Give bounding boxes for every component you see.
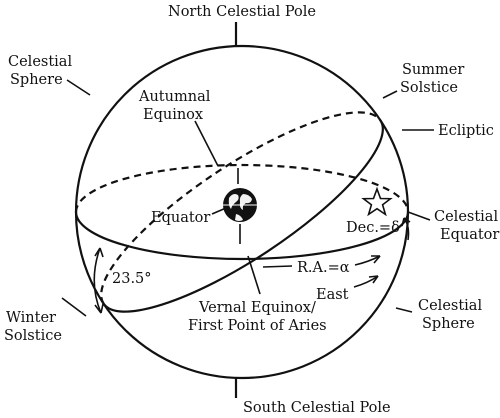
summer-solstice-label-line2: Solstice <box>400 80 458 96</box>
winter-solstice-leader <box>61 297 87 317</box>
ecliptic-label: Ecliptic <box>438 123 494 139</box>
star-icon <box>361 186 393 217</box>
earth-globe <box>221 188 259 222</box>
tilt-angle-label: 23.5° <box>112 271 152 287</box>
celestial-equator-leader <box>407 211 431 221</box>
winter-solstice-label-line2: Solstice <box>4 328 62 344</box>
south-celestial-pole-label: South Celestial Pole <box>243 400 391 416</box>
vernal-equinox-label-line1: Vernal Equinox/ <box>198 300 316 316</box>
vernal-equinox-leader <box>247 255 261 295</box>
ecliptic-front <box>102 119 384 313</box>
equator-leader <box>211 207 227 215</box>
celestial-equator-back <box>74 163 410 213</box>
vernal-equinox-label-line2: First Point of Aries <box>188 318 327 334</box>
east-label: East <box>316 287 349 303</box>
tilt-angle-arrow-top <box>94 247 104 258</box>
autumnal-equinox-leader <box>194 120 219 167</box>
celestial-sphere-right-label-line2: Sphere <box>422 316 475 332</box>
tilt-angle-arc <box>93 247 102 314</box>
celestial-sphere-left-leader <box>66 79 91 96</box>
winter-solstice-label-line1: Winter <box>6 310 56 326</box>
celestial-sphere-right-leader <box>395 307 413 313</box>
right-ascension-label: R.A.=α <box>297 260 350 276</box>
celestial-equator-label-line2: Equator <box>440 227 499 243</box>
north-celestial-pole-label: North Celestial Pole <box>168 4 316 20</box>
autumnal-equinox-label-line1: Autumnal <box>138 89 211 105</box>
summer-solstice-leader <box>382 90 398 99</box>
celestial-sphere-right-label-line1: Celestial <box>418 298 482 314</box>
declination-label: Dec.=δ <box>346 220 400 236</box>
ecliptic-group <box>100 111 384 313</box>
east-arrowhead <box>368 275 379 284</box>
celestial-sphere-left-label-line2: Sphere <box>10 72 63 88</box>
celestial-equator-front <box>74 211 410 261</box>
tilt-angle-arrow-bottom <box>94 303 104 314</box>
autumnal-equinox-label-line2: Equinox <box>143 107 203 123</box>
right-ascension-arrow-line <box>262 265 293 268</box>
celestial-equator-label-line1: Celestial <box>434 209 498 225</box>
ecliptic-back <box>100 111 382 305</box>
declination-arrowhead <box>401 217 411 227</box>
right-ascension-arrow-tail <box>354 255 381 266</box>
summer-solstice-label-line1: Summer <box>402 62 464 78</box>
celestial-sphere-left-label-line1: Celestial <box>8 54 72 70</box>
equator-label: Equator <box>151 210 210 226</box>
right-ascension-arrowhead <box>371 255 381 264</box>
